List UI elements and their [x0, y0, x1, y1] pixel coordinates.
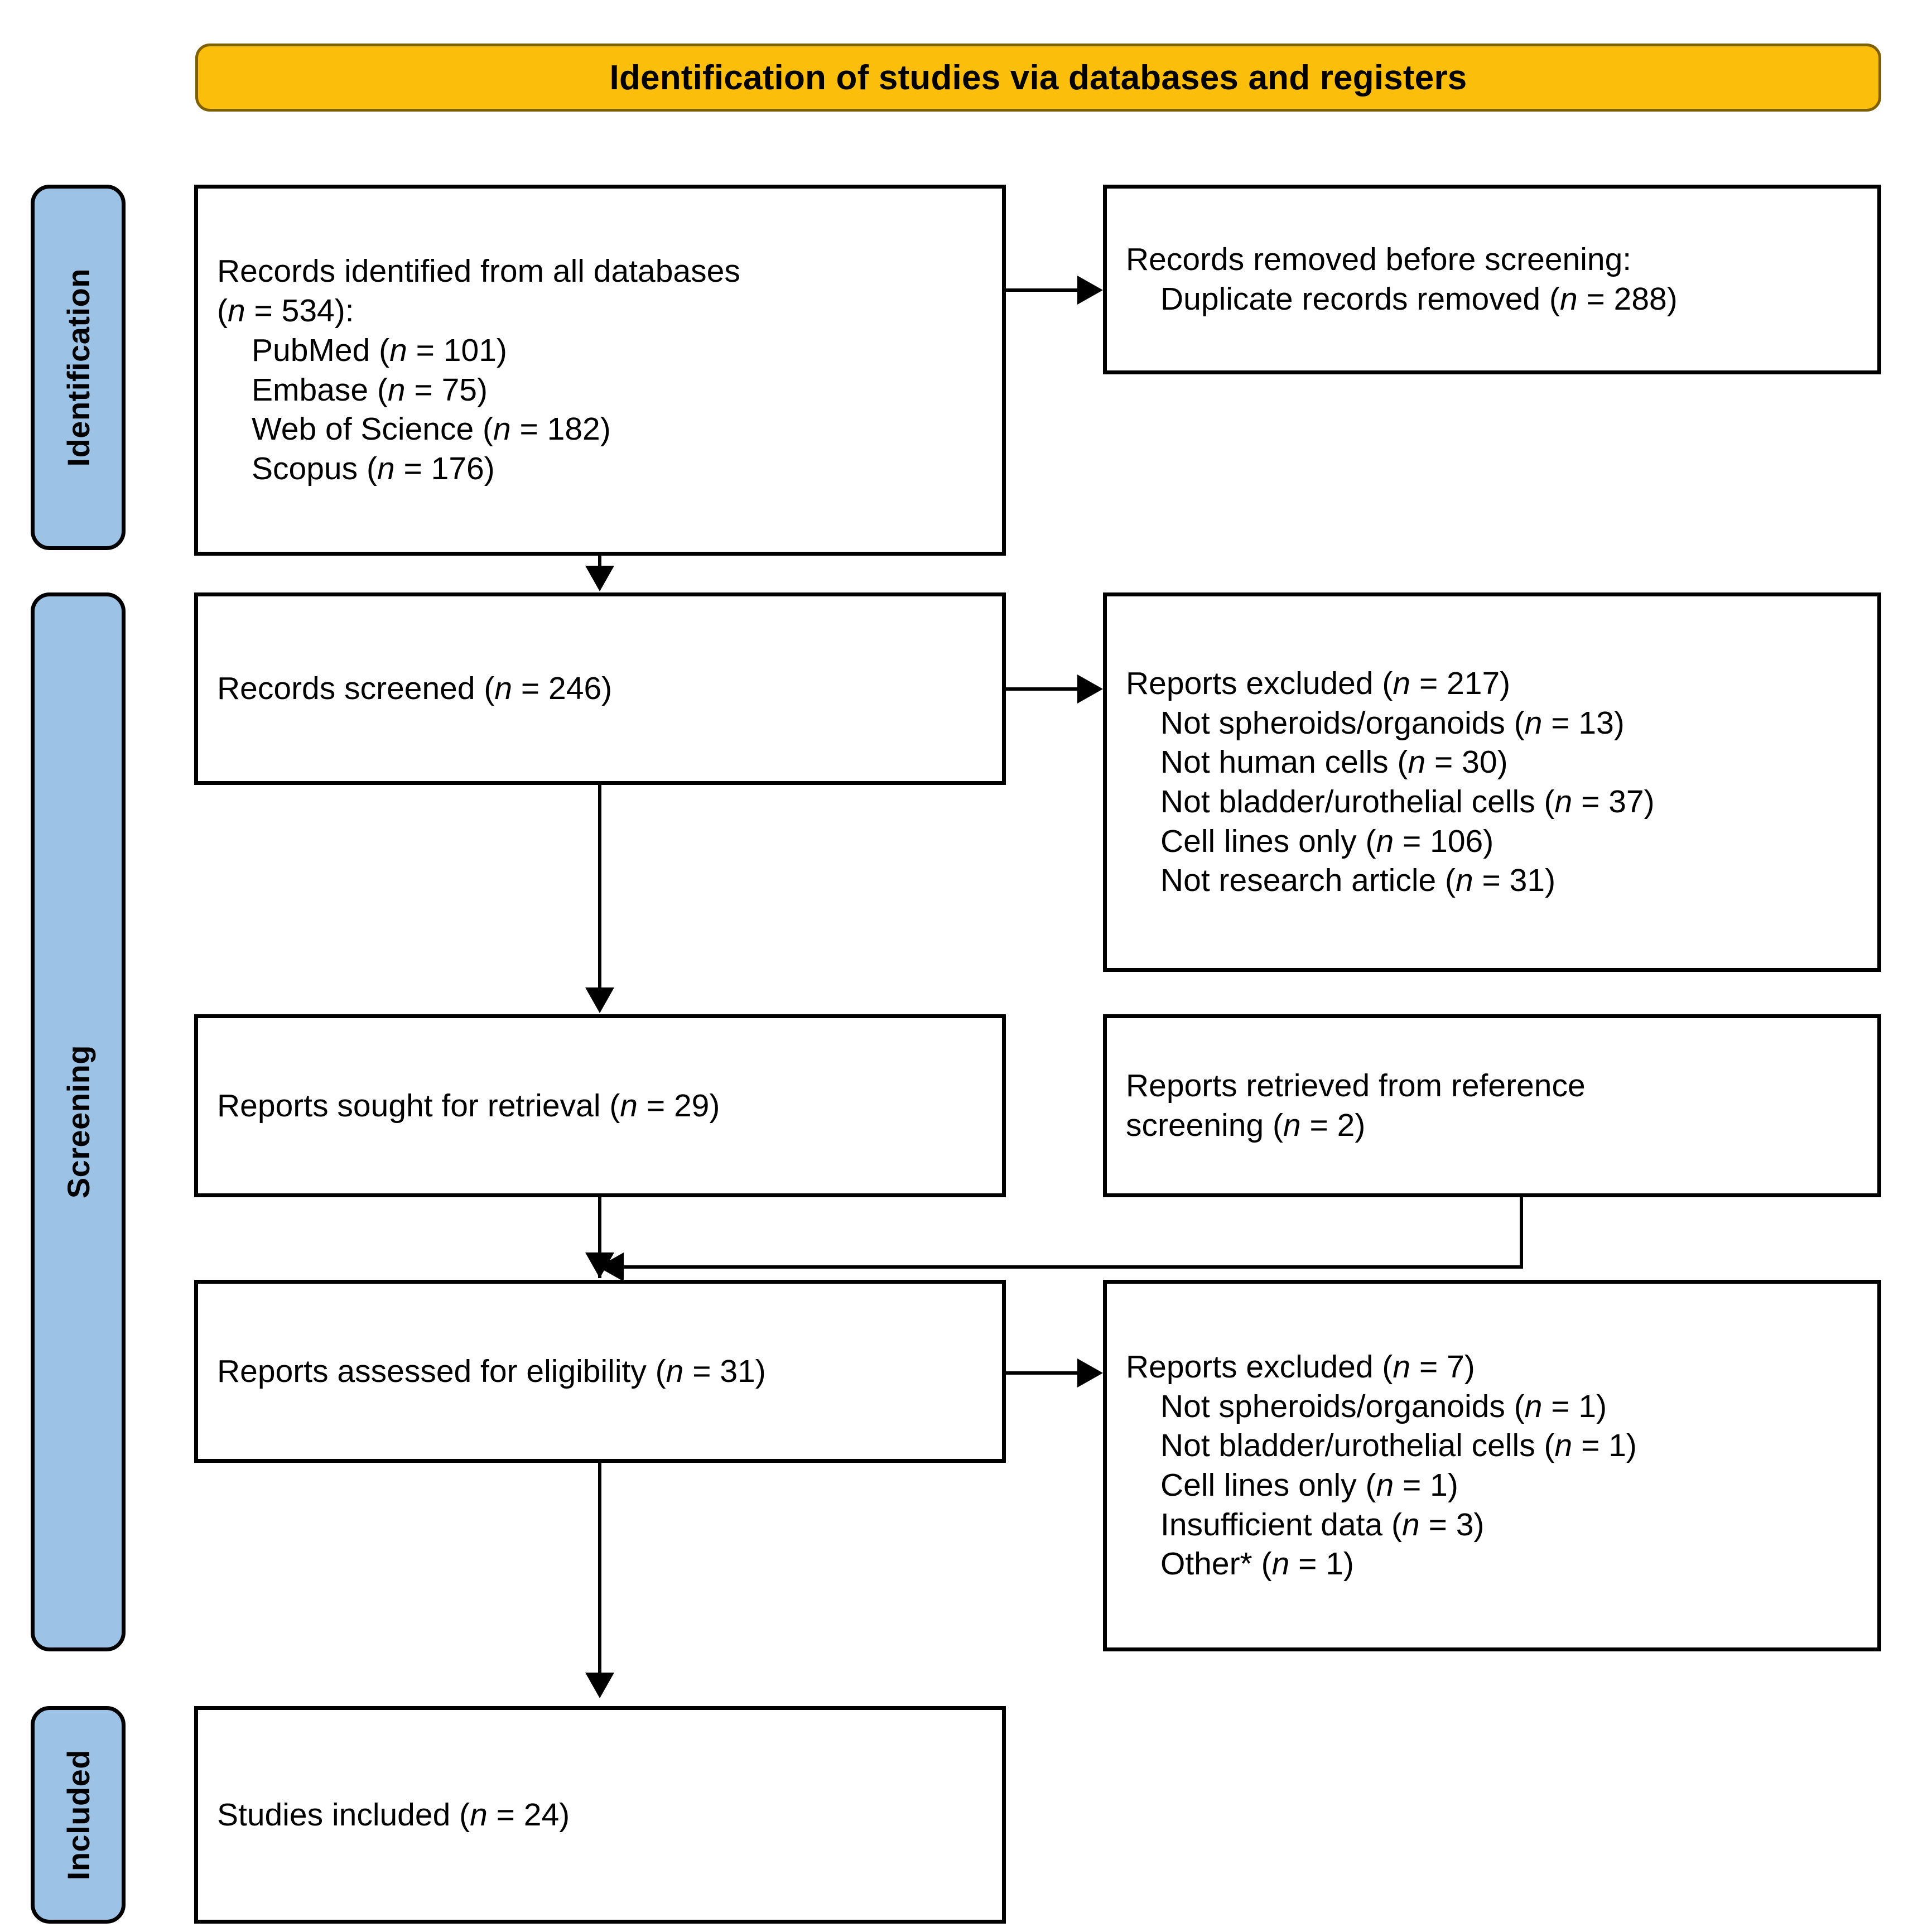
diagram-header-banner: Identification of studies via databases …	[195, 44, 1881, 112]
box-line: Reports sought for retrieval (n = 29)	[217, 1087, 720, 1124]
connector-identified-to-screened	[598, 556, 601, 568]
box-line: Not spheroids/organoids (n = 1)	[1160, 1388, 1607, 1424]
box-reports-excluded-eligibility: Reports excluded (n = 7) Not spheroids/o…	[1103, 1280, 1881, 1651]
box-records-screened: Records screened (n = 246)	[194, 592, 1006, 785]
diagram-title: Identification of studies via databases …	[609, 58, 1467, 97]
box-line: Embase (n = 75)	[252, 372, 488, 408]
box-line: Records screened (n = 246)	[217, 671, 613, 707]
box-line: Reports assessed for eligibility (n = 31…	[217, 1353, 766, 1389]
connector-screened-to-excluded	[1006, 687, 1081, 691]
connector-assessed-to-excluded	[1006, 1371, 1081, 1375]
stage-label-identification-text: Identification	[60, 268, 96, 467]
connector-screened-to-sought	[598, 785, 601, 993]
box-line: Reports excluded (n = 217)	[1126, 665, 1511, 701]
box-line: screening (n = 2)	[1126, 1107, 1366, 1143]
arrowhead-right-icon	[1077, 276, 1103, 305]
box-line: Cell lines only (n = 1)	[1160, 1467, 1458, 1503]
stage-label-screening: Screening	[31, 592, 126, 1651]
box-line: Web of Science (n = 182)	[252, 411, 611, 447]
arrowhead-right-icon	[1077, 674, 1103, 704]
arrowhead-left-icon	[598, 1252, 624, 1281]
box-reports-retrieved-reference: Reports retrieved from reference screeni…	[1103, 1014, 1881, 1197]
box-line: Duplicate records removed (n = 288)	[1160, 281, 1678, 317]
box-reports-assessed: Reports assessed for eligibility (n = 31…	[194, 1280, 1006, 1463]
box-line: Not bladder/urothelial cells (n = 1)	[1160, 1428, 1637, 1464]
box-line: Reports retrieved from reference	[1126, 1068, 1586, 1104]
connector-identified-to-removed	[1006, 288, 1081, 292]
arrowhead-down-icon	[585, 1673, 614, 1698]
box-line: Scopus (n = 176)	[252, 450, 495, 486]
box-line: (n = 534):	[217, 293, 354, 329]
connector-sought-to-assessed	[598, 1197, 601, 1278]
box-line: Insufficient data (n = 3)	[1160, 1506, 1485, 1543]
arrowhead-right-icon	[1077, 1358, 1103, 1387]
arrowhead-down-icon	[585, 566, 614, 591]
box-records-identified: Records identified from all databases (n…	[194, 185, 1006, 556]
box-line: Not human cells (n = 30)	[1160, 744, 1508, 780]
box-line: Records removed before screening:	[1126, 242, 1632, 278]
connector-reference-down	[1520, 1197, 1523, 1267]
box-line: Studies included (n = 24)	[217, 1796, 570, 1833]
box-line: Not spheroids/organoids (n = 13)	[1160, 705, 1625, 741]
box-line: Not research article (n = 31)	[1160, 863, 1556, 899]
box-line: PubMed (n = 101)	[252, 332, 507, 368]
box-reports-excluded-screening: Reports excluded (n = 217) Not spheroids…	[1103, 592, 1881, 972]
stage-label-included: Included	[31, 1706, 126, 1924]
box-line: Cell lines only (n = 106)	[1160, 823, 1494, 859]
box-records-removed: Records removed before screening: Duplic…	[1103, 185, 1881, 374]
box-studies-included: Studies included (n = 24)	[194, 1706, 1006, 1924]
stage-label-identification: Identification	[31, 185, 126, 550]
stage-label-screening-text: Screening	[60, 1045, 96, 1199]
stage-label-included-text: Included	[60, 1749, 96, 1881]
box-reports-sought: Reports sought for retrieval (n = 29)	[194, 1014, 1006, 1197]
arrowhead-down-icon	[585, 987, 614, 1013]
connector-reference-merge	[624, 1265, 1523, 1269]
connector-assessed-to-included	[598, 1463, 601, 1678]
box-line: Records identified from all databases	[217, 253, 740, 290]
box-line: Reports excluded (n = 7)	[1126, 1348, 1475, 1385]
box-line: Not bladder/urothelial cells (n = 37)	[1160, 784, 1655, 820]
box-line: Other* (n = 1)	[1160, 1546, 1354, 1582]
